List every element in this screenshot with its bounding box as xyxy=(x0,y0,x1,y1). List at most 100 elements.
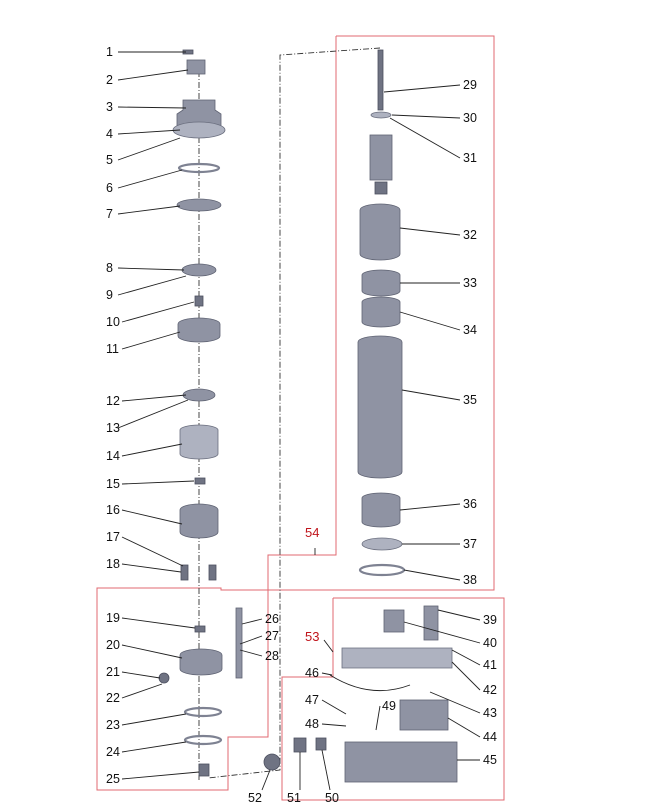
group-label-53: 53 xyxy=(305,629,319,644)
part-31-rotor xyxy=(369,134,393,181)
part-39-switch xyxy=(423,605,439,641)
part-45-control-box xyxy=(344,741,458,783)
part-label-43: 43 xyxy=(483,706,497,720)
part-4-flange xyxy=(172,121,226,139)
part-label-31: 31 xyxy=(463,151,477,165)
part-23-ring xyxy=(183,706,223,718)
part-label-42: 42 xyxy=(483,683,497,697)
part-label-50: 50 xyxy=(325,791,339,805)
part-label-41: 41 xyxy=(483,658,497,672)
part-38-ring xyxy=(358,563,406,577)
part-label-28: 28 xyxy=(265,649,279,663)
part-label-32: 32 xyxy=(463,228,477,242)
part-label-19: 19 xyxy=(106,611,120,625)
part-15-coupling xyxy=(194,477,206,485)
part-29-shaft xyxy=(377,49,384,111)
part-label-27: 27 xyxy=(265,629,279,643)
part-label-52: 52 xyxy=(248,791,262,805)
part-label-1: 1 xyxy=(106,45,113,59)
part-10-sleeve xyxy=(194,295,204,307)
part-label-3: 3 xyxy=(106,100,113,114)
part-label-4: 4 xyxy=(106,127,113,141)
part-label-12: 12 xyxy=(106,394,120,408)
part-label-6: 6 xyxy=(106,181,113,195)
part-label-26: 26 xyxy=(265,612,279,626)
part-8-impeller xyxy=(181,263,217,277)
part-label-44: 44 xyxy=(483,730,497,744)
part-label-25: 25 xyxy=(106,772,120,786)
part-label-17: 17 xyxy=(106,530,120,544)
part-16-suction-body xyxy=(179,503,219,539)
part-label-46: 46 xyxy=(305,666,319,680)
part-17-stud xyxy=(208,564,217,581)
group-label-54: 54 xyxy=(305,525,319,540)
part-label-16: 16 xyxy=(106,503,120,517)
part-46-cable xyxy=(329,674,411,692)
part-20-bracket xyxy=(179,648,223,676)
part-26-cable-guard xyxy=(235,607,243,679)
part-21-screw xyxy=(158,672,170,684)
part-label-8: 8 xyxy=(106,261,113,275)
part-label-22: 22 xyxy=(106,691,120,705)
motor-group-outline xyxy=(96,35,495,791)
left-leader-lines xyxy=(117,51,263,780)
part-30-washer xyxy=(370,111,392,119)
part-label-7: 7 xyxy=(106,207,113,221)
part-14-strainer xyxy=(179,424,219,460)
part-6-ring xyxy=(177,162,221,174)
part-11-diffuser xyxy=(177,317,221,343)
part-7-plate xyxy=(176,198,222,212)
part-label-13: 13 xyxy=(106,421,120,435)
part-label-14: 14 xyxy=(106,449,120,463)
part-label-15: 15 xyxy=(106,477,120,491)
part-33-ring-housing xyxy=(361,269,401,297)
part-label-29: 29 xyxy=(463,78,477,92)
part-42-box-lid xyxy=(341,647,453,669)
part-34-seal-housing xyxy=(361,296,401,328)
part-label-38: 38 xyxy=(463,573,477,587)
part-40-capacitor xyxy=(383,609,405,633)
right-leader-lines xyxy=(261,84,481,791)
part-label-21: 21 xyxy=(106,665,120,679)
part-44-box-body xyxy=(399,699,449,731)
part-31-bearing xyxy=(374,181,388,195)
part-label-45: 45 xyxy=(483,753,497,767)
part-label-10: 10 xyxy=(106,315,120,329)
part-label-51: 51 xyxy=(287,791,301,805)
part-51-gland xyxy=(293,737,307,753)
part-label-23: 23 xyxy=(106,718,120,732)
part-label-47: 47 xyxy=(305,693,319,707)
part-52-cable-end xyxy=(263,753,281,771)
part-label-35: 35 xyxy=(463,393,477,407)
part-label-18: 18 xyxy=(106,557,120,571)
part-25-plug xyxy=(198,763,210,777)
part-label-49: 49 xyxy=(382,699,396,713)
part-32-upper-housing xyxy=(359,203,401,261)
part-label-11: 11 xyxy=(106,342,119,356)
part-19-washer xyxy=(194,625,206,633)
part-label-2: 2 xyxy=(106,73,113,87)
part-35-stator xyxy=(357,335,403,479)
part-2-block xyxy=(186,59,206,75)
part-50-terminal xyxy=(315,737,327,751)
part-number-labels: 1234567891011121314151617181920212223242… xyxy=(106,45,497,805)
part-label-39: 39 xyxy=(483,613,497,627)
part-label-30: 30 xyxy=(463,111,477,125)
part-label-33: 33 xyxy=(463,276,477,290)
part-12-impeller xyxy=(182,388,216,402)
part-label-34: 34 xyxy=(463,323,477,337)
part-36-bottom-cover xyxy=(361,492,401,528)
part-18-stud xyxy=(180,564,189,581)
part-label-48: 48 xyxy=(305,717,319,731)
part-label-37: 37 xyxy=(463,537,477,551)
part-label-9: 9 xyxy=(106,288,113,302)
part-37-plate xyxy=(361,537,403,551)
part-label-36: 36 xyxy=(463,497,477,511)
part-24-ring xyxy=(183,734,223,746)
part-label-5: 5 xyxy=(106,153,113,167)
part-label-20: 20 xyxy=(106,638,120,652)
part-label-40: 40 xyxy=(483,636,497,650)
part-label-24: 24 xyxy=(106,745,120,759)
